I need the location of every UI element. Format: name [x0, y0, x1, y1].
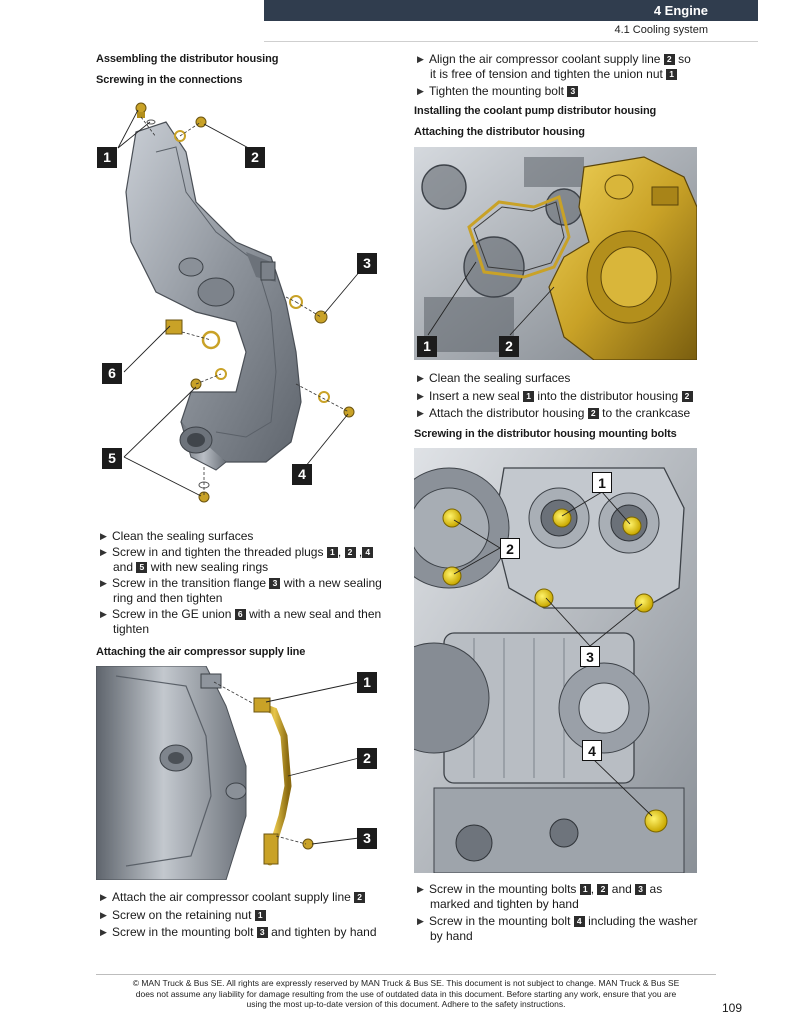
- step-screw-bolt-washer: ▶Screw in the mounting bolt 4 including …: [417, 914, 698, 928]
- callout-2: 2: [499, 336, 519, 357]
- heading-air-compressor-line: Attaching the air compressor supply line: [96, 646, 306, 658]
- callout-1: 1: [417, 336, 437, 357]
- figure-air-compressor-supply-line: [96, 666, 396, 880]
- bullet-arrow-icon: ▶: [100, 531, 107, 541]
- step-threaded-plugs: ▶Screw in and tighten the threaded plugs…: [100, 545, 400, 561]
- bullet-arrow-icon: ▶: [417, 54, 424, 64]
- bullet-arrow-icon: ▶: [417, 86, 424, 96]
- heading-screwing-mounting-bolts: Screwing in the distributor housing moun…: [414, 428, 677, 440]
- step-align-coolant-line: ▶Align the air compressor coolant supply…: [417, 52, 691, 66]
- callout-4: 4: [292, 464, 312, 485]
- callout-1: 1: [357, 672, 377, 693]
- step-screw-mounting-bolts: ▶Screw in the mounting bolts 1, 2 and 3 …: [417, 882, 663, 896]
- callout-2: 2: [500, 538, 520, 559]
- mounting-bolts-render: [414, 448, 697, 873]
- bullet-arrow-icon: ▶: [417, 884, 424, 894]
- step-attach-housing-crankcase: ▶Attach the distributor housing 2 to the…: [417, 405, 717, 423]
- step-align-coolant-line-cont: it is free of tension and tighten the un…: [417, 67, 717, 82]
- instruction-list-connections: ▶Clean the sealing surfaces ▶Screw in an…: [100, 529, 400, 638]
- header-divider: [264, 41, 758, 42]
- step-transition-flange: ▶Screw in the transition flange 3 with a…: [100, 575, 382, 590]
- step-retaining-nut: ▶Screw on the retaining nut 1: [100, 907, 400, 925]
- callout-3: 3: [357, 253, 377, 274]
- heading-installing-pump-housing: Installing the coolant pump distributor …: [414, 105, 657, 117]
- heading-attaching-housing: Attaching the distributor housing: [414, 126, 585, 138]
- callout-2: 2: [357, 748, 377, 769]
- chapter-header-bar: 4 Engine: [264, 0, 758, 21]
- bullet-arrow-icon: ▶: [417, 408, 424, 418]
- callout-4: 4: [582, 740, 602, 761]
- step-attach-coolant-line: ▶Attach the air compressor coolant suppl…: [100, 889, 400, 907]
- callout-6: 6: [102, 363, 122, 384]
- step-ge-union: ▶Screw in the GE union 6 with a new seal…: [100, 606, 382, 621]
- figure-mounting-bolt-locations: [414, 448, 697, 873]
- callout-3: 3: [580, 646, 600, 667]
- step-screw-bolt-washer-cont: by hand: [430, 929, 473, 943]
- bullet-arrow-icon: ▶: [100, 608, 107, 619]
- instruction-list-attach-housing: ▶Clean the sealing surfaces ▶Insert a ne…: [417, 370, 717, 423]
- bullet-arrow-icon: ▶: [100, 546, 107, 557]
- distributor-housing-illustration: [117, 102, 367, 503]
- step-screw-mounting-bolts-cont: marked and tighten by hand: [430, 897, 579, 911]
- footer-divider: [96, 974, 716, 975]
- step-threaded-plugs-cont: and 5 with new sealing rings: [113, 560, 269, 574]
- step-transition-flange-cont: ring and then tighten: [113, 591, 223, 605]
- callout-1: 1: [97, 147, 117, 168]
- heading-screwing-connections: Screwing in the connections: [96, 74, 243, 86]
- callout-3: 3: [357, 828, 377, 849]
- bullet-arrow-icon: ▶: [417, 916, 424, 926]
- bullet-arrow-icon: ▶: [100, 892, 107, 902]
- step-tighten-mounting-bolt: ▶Tighten the mounting bolt 3: [417, 84, 717, 99]
- step-insert-seal: ▶Insert a new seal 1 into the distributo…: [417, 388, 717, 406]
- heading-assembling: Assembling the distributor housing: [96, 53, 279, 65]
- bullet-arrow-icon: ▶: [417, 390, 424, 401]
- instruction-list-supply-line: ▶Attach the air compressor coolant suppl…: [100, 889, 400, 942]
- distributor-housing-render: [414, 147, 697, 360]
- page-number: 109: [722, 1001, 743, 1015]
- step-mounting-bolt: ▶Screw in the mounting bolt 3 and tighte…: [100, 924, 400, 942]
- bullet-arrow-icon: ▶: [417, 373, 424, 383]
- figure-distributor-housing-exploded: [96, 92, 396, 510]
- figure-attach-distributor-housing: [414, 147, 697, 360]
- bullet-arrow-icon: ▶: [100, 909, 107, 920]
- step-clean-sealing-surfaces: ▶Clean the sealing surfaces: [417, 370, 717, 388]
- step-clean-sealing: ▶Clean the sealing surfaces: [100, 529, 254, 543]
- supply-line-illustration: [96, 666, 360, 880]
- callout-2: 2: [245, 147, 265, 168]
- section-title: 4.1 Cooling system: [614, 24, 708, 36]
- instruction-list-align-line: ▶Align the air compressor coolant supply…: [417, 52, 717, 99]
- callout-1: 1: [592, 472, 612, 493]
- bullet-arrow-icon: ▶: [100, 927, 107, 937]
- bullet-arrow-icon: ▶: [100, 577, 107, 588]
- chapter-title: 4 Engine: [653, 3, 708, 18]
- instruction-list-mounting-bolts: ▶Screw in the mounting bolts 1, 2 and 3 …: [417, 882, 717, 944]
- callout-5: 5: [102, 448, 122, 469]
- step-ge-union-cont: tighten: [113, 622, 150, 636]
- copyright-notice: © MAN Truck & Bus SE. All rights are exp…: [132, 978, 680, 1009]
